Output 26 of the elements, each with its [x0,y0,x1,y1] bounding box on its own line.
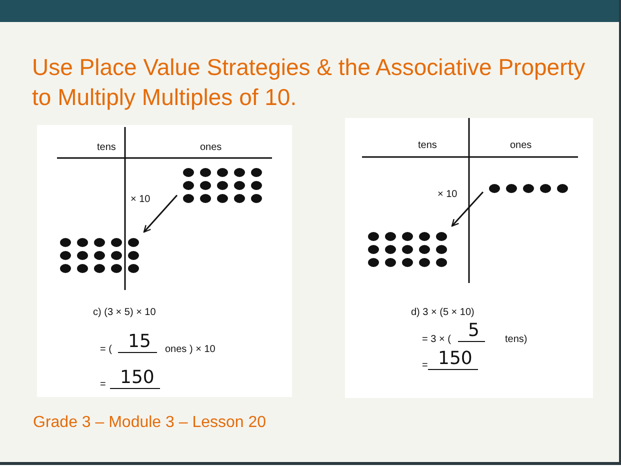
edge-label: × 10 [438,189,458,201]
handwritten-answer: 150 [110,368,160,389]
arrow [143,194,178,233]
handwritten-answer: 150 [428,349,478,370]
equation-text: = [100,379,106,391]
dot-array [180,166,265,205]
footer-text: Grade 3 – Module 3 – Lesson 20 [33,414,266,432]
equation-text: ones ) × 10 [165,344,216,356]
handwritten-answer: 15 [118,332,157,353]
column-heading: tens [418,140,437,152]
column-heading: tens [97,142,116,154]
handwritten-answer: 5 [458,321,486,342]
equation-text: tens) [505,334,528,346]
equation-text: = ( [100,344,112,356]
dot-array [486,182,571,195]
arrow [451,192,484,227]
column-heading: ones [510,140,532,152]
dot-array [365,230,450,269]
equation-text: = [422,360,428,372]
equation-text: d) 3 × (5 × 10) [411,307,474,319]
edge-label: × 10 [130,194,150,206]
column-heading: ones [200,142,222,154]
equation-text: c) (3 × 5) × 10 [93,307,156,319]
slide-title: Use Place Value Strategies & the Associative Property to Multiply Multiples of 10. [32,53,586,112]
dot-array [57,236,142,275]
equation-text: = 3 × ( [422,334,451,346]
